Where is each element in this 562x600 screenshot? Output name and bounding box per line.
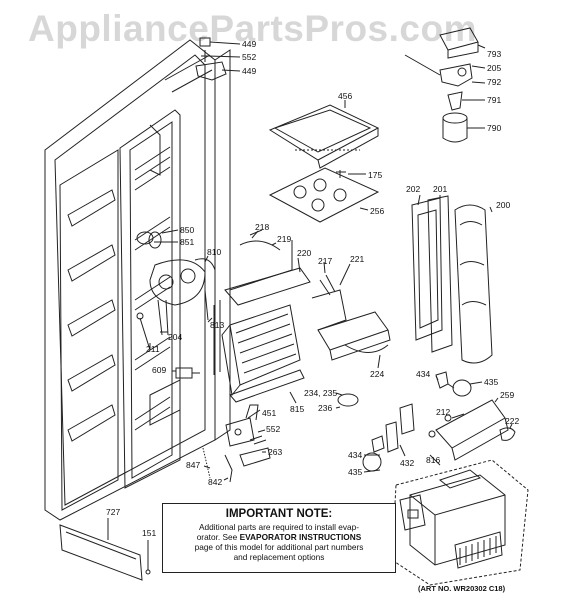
refrigerator-cabinet — [44, 39, 231, 521]
callout-850: 850 — [180, 225, 194, 235]
gasket-parts — [335, 392, 359, 409]
callout-236: 236 — [318, 403, 332, 413]
watermark: AppliancePartsPros.com — [28, 8, 477, 49]
callout-224: 224 — [370, 369, 384, 379]
callout-432: 432 — [400, 458, 414, 468]
callout-790: 790 — [487, 123, 501, 133]
callout-151: 151 — [142, 528, 156, 538]
evaporator-assembly — [213, 229, 311, 404]
drain-pan-heater — [311, 261, 391, 369]
control-housing-covers — [411, 194, 493, 364]
callout-259: 259 — [500, 390, 514, 400]
callout-435: 435 — [348, 467, 362, 477]
callout-234-235: 234, 235 — [304, 388, 337, 398]
callout-labels: 449 552 449 793 205 792 791 790 456 175 … — [106, 39, 519, 538]
callout-552: 552 — [242, 52, 256, 62]
kickplate-and-screw — [59, 518, 151, 581]
fan-motor-assembly — [136, 229, 216, 336]
callout-816: 816 — [426, 455, 440, 465]
callout-200: 200 — [496, 200, 510, 210]
callout-217: 217 — [318, 256, 332, 266]
callout-219: 219 — [277, 234, 291, 244]
callout-212: 212 — [436, 407, 450, 417]
lamp-and-socket-parts — [362, 371, 516, 473]
callout-205: 205 — [487, 63, 501, 73]
callout-810: 810 — [207, 247, 221, 257]
callout-847: 847 — [186, 460, 200, 470]
callout-813: 813 — [210, 320, 224, 330]
callout-175: 175 — [368, 170, 382, 180]
callout-449: 449 — [242, 66, 256, 76]
callout-851: 851 — [180, 237, 194, 247]
callout-456: 456 — [338, 91, 352, 101]
callout-222: 222 — [505, 416, 519, 426]
callout-793: 793 — [487, 49, 501, 59]
callout-609: 609 — [152, 365, 166, 375]
callout-256: 256 — [370, 206, 384, 216]
note-text: orator. See — [196, 532, 240, 542]
screws-and-switch — [136, 312, 200, 379]
note-line: Additional parts are required to install… — [198, 522, 360, 532]
callout-263: 263 — [268, 447, 282, 457]
art-number: (ART NO. WR20302 C18) — [418, 584, 506, 593]
callout-791: 791 — [487, 95, 501, 105]
note-line: orator. See EVAPORATOR INSTRUCTIONS — [166, 532, 392, 542]
callout-221: 221 — [350, 254, 364, 264]
important-note-box: IMPORTANT NOTE: Additional parts are req… — [162, 503, 396, 573]
note-line: and replacement options — [233, 552, 325, 562]
light-shield-assembly — [268, 100, 380, 223]
callout-201: 201 — [433, 184, 447, 194]
callout-552: 552 — [266, 424, 280, 434]
callout-727: 727 — [106, 507, 120, 517]
callout-435: 435 — [484, 377, 498, 387]
light-socket-assembly — [404, 27, 486, 143]
note-title: IMPORTANT NOTE: — [225, 508, 333, 520]
note-line: page of this model for additional part n… — [194, 542, 364, 552]
callout-204: 204 — [168, 332, 182, 342]
note-body: Additional parts are required to install… — [163, 522, 395, 562]
callout-792: 792 — [487, 77, 501, 87]
callout-218: 218 — [255, 222, 269, 232]
callout-434: 434 — [416, 369, 430, 379]
damper-hardware — [202, 404, 271, 483]
callout-220: 220 — [297, 248, 311, 258]
hinge-bracket-parts — [195, 37, 241, 81]
callout-449: 449 — [242, 39, 256, 49]
callout-842: 842 — [208, 477, 222, 487]
dispenser-control-box — [391, 454, 529, 586]
callout-211: 211 — [146, 344, 160, 354]
callout-451: 451 — [262, 408, 276, 418]
callout-815: 815 — [290, 404, 304, 414]
callout-434: 434 — [348, 450, 362, 460]
evaporator-instructions-reference: EVAPORATOR INSTRUCTIONS — [239, 532, 362, 542]
callout-202: 202 — [406, 184, 420, 194]
